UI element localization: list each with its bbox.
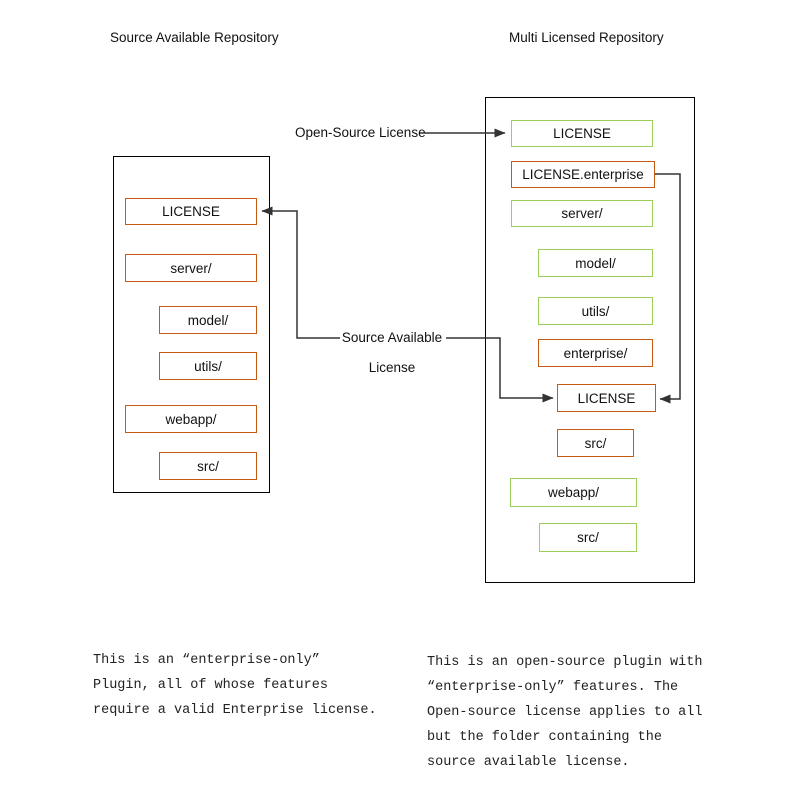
open-source-license-label: Open-Source License (295, 125, 426, 140)
right-license-enterprise-file: LICENSE.enterprise (511, 161, 655, 188)
left-license-file: LICENSE (125, 198, 257, 225)
right-note-line: source available license. (427, 755, 630, 770)
left-note-line: Plugin, all of whose features (93, 678, 328, 693)
right-note-line: This is an open-source plugin with (427, 655, 703, 670)
source-available-license-label: Source Available License (340, 323, 444, 383)
left-src-folder: src/ (159, 452, 257, 480)
source-available-license-label-line1: Source Available (341, 330, 443, 345)
left-utils-folder: utils/ (159, 352, 257, 380)
right-license-file: LICENSE (511, 120, 653, 147)
left-webapp-folder: webapp/ (125, 405, 257, 433)
right-repo-title: Multi Licensed Repository (509, 30, 664, 45)
left-server-folder: server/ (125, 254, 257, 282)
right-utils-folder: utils/ (538, 297, 653, 325)
right-enterprise-license-file: LICENSE (557, 384, 656, 412)
left-repo-title: Source Available Repository (110, 30, 279, 45)
source-available-license-label-line2: License (368, 360, 416, 375)
right-enterprise-src-folder: src/ (557, 429, 634, 457)
right-note-line: Open-source license applies to all (427, 705, 703, 720)
right-note-line: but the folder containing the (427, 730, 662, 745)
left-repo-note: This is an “enterprise-only” Plugin, all… (93, 648, 377, 723)
right-webapp-src-folder: src/ (539, 523, 637, 552)
left-note-line: require a valid Enterprise license. (93, 703, 377, 718)
right-model-folder: model/ (538, 249, 653, 277)
right-webapp-folder: webapp/ (510, 478, 637, 507)
right-enterprise-folder: enterprise/ (538, 339, 653, 367)
right-server-folder: server/ (511, 200, 653, 227)
right-repo-note: This is an open-source plugin with “ente… (427, 650, 702, 775)
source-available-license-arrow-to-left-repo (261, 206, 340, 339)
left-note-line: This is an “enterprise-only” (93, 653, 320, 668)
right-note-line: “enterprise-only” features. The (427, 680, 679, 695)
left-model-folder: model/ (159, 306, 257, 334)
